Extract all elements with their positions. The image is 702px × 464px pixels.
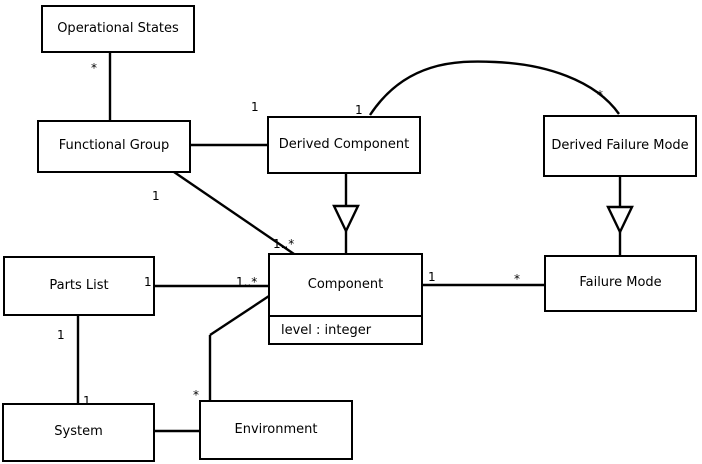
multiplicity-operational-states-functional-group: * <box>91 61 97 75</box>
class-name-environment: Environment <box>234 421 318 437</box>
class-name-system: System <box>54 424 103 440</box>
multiplicity-component-failure-mode-far: * <box>514 272 520 286</box>
edge-functional-group-component <box>173 171 295 255</box>
class-name-functional-group: Functional Group <box>58 138 170 154</box>
class-box-environment[interactable]: Environment <box>199 400 353 460</box>
multiplicity-parts-list-component-near: 1 <box>144 275 152 289</box>
class-box-parts-list[interactable]: Parts List <box>3 256 155 316</box>
class-name-operational-states: Operational States <box>57 20 179 36</box>
class-box-component[interactable]: Component level : integer <box>268 253 423 345</box>
multiplicity-arc-derived-failure-mode-end: * <box>597 88 603 102</box>
multiplicity-functional-group-derived-component: 1 <box>251 100 259 114</box>
generalization-triangle-component <box>332 204 360 234</box>
class-box-derived-failure-mode[interactable]: Derived Failure Mode <box>543 115 697 177</box>
multiplicity-parts-list-system-far: 1 <box>83 394 91 408</box>
class-name-derived-component: Derived Component <box>278 136 410 152</box>
multiplicity-parts-list-system-near: 1 <box>57 328 65 342</box>
class-box-derived-component[interactable]: Derived Component <box>267 116 421 174</box>
class-box-operational-states[interactable]: Operational States <box>41 5 195 53</box>
class-box-failure-mode[interactable]: Failure Mode <box>544 255 697 312</box>
class-box-functional-group[interactable]: Functional Group <box>37 120 191 173</box>
multiplicity-arc-derived-component-end: 1 <box>355 103 363 117</box>
multiplicity-functional-group-component-near: 1 <box>152 189 160 203</box>
edge-derived-component-derived-failure-mode <box>368 60 620 116</box>
class-attribute-component-level: level : integer <box>270 315 421 343</box>
edge-component-environment-diagonal <box>209 294 270 337</box>
multiplicity-component-failure-mode-near: 1 <box>428 270 436 284</box>
multiplicity-functional-group-component-far: 1..* <box>273 237 295 251</box>
class-name-parts-list: Parts List <box>49 277 109 293</box>
generalization-triangle-failure-mode <box>606 205 634 235</box>
class-name-failure-mode: Failure Mode <box>579 275 662 291</box>
multiplicity-component-environment: * <box>193 388 199 402</box>
class-box-system[interactable]: System <box>2 403 155 462</box>
class-name-derived-failure-mode: Derived Failure Mode <box>551 137 689 153</box>
multiplicity-parts-list-component-far: 1..* <box>236 275 258 289</box>
class-name-component: Component <box>307 276 384 292</box>
